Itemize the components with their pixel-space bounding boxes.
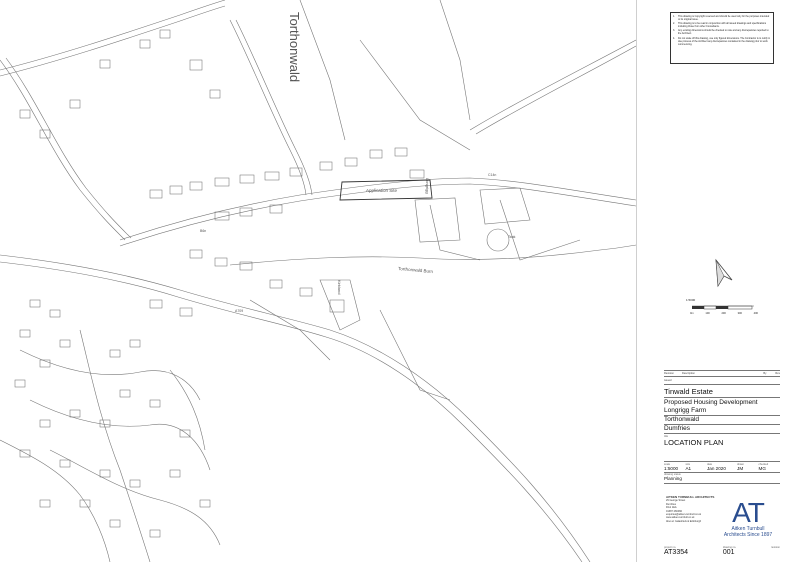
address-line: enquiries@aitken-turnbull.co.uk [666,513,702,517]
map-site-label: Application Site [366,188,398,193]
note-text: Any existing dimensions should be checke… [678,29,769,36]
map-road-label: B6n [200,229,206,233]
scale-tick: 100 [705,312,710,315]
map-place-label: Kirkland [337,280,342,294]
scale-tick: 400 [753,312,758,315]
address-line: Also at: Galashiels & Edinburgh [666,519,702,523]
revision-col: Revision [664,372,674,375]
note-text: Do not scale off this drawing, use only … [678,36,771,46]
revision-table-header: Revision Description By Rev [664,371,780,376]
address-line: DG1 1EA [666,506,677,510]
project-number: AT3354 [664,549,688,556]
logo-mark: AT [732,497,765,528]
logo-tagline: Architects Since 1897 [723,532,773,538]
drawing-date: Jan 2020 [706,466,726,471]
project-line: Proposed Housing Development [664,399,758,406]
drawn-by: JM [737,466,744,471]
note-number: 3. [673,29,675,33]
practice-logo: AT Aitken Turnbull Architects Since 1897 [718,497,778,539]
scale-bar-graphic [692,305,754,310]
drawing-title: LOCATION PLAN [664,438,724,447]
drawing-no-caption: drawing no. [722,546,737,549]
drawing-number-row: project no.AT3354 drawing no.001 revisio… [664,546,780,556]
sheet-size: A1 [685,466,692,471]
note-number: 1. [673,15,675,18]
note-text: This drawing is to be read in conjunctio… [678,22,767,29]
note-number: 2. [673,22,675,26]
address-line: 01387 266060 [666,509,682,513]
north-arrow-icon [715,258,733,288]
status-caption: drawing status [664,473,681,476]
scale-caption: scale [664,463,671,466]
scale-label: 1:5000 [686,298,696,302]
logo-name: Aitken Turnbull [731,526,765,532]
note-number: 4. [673,36,675,40]
project-line: Torthonwald [664,416,700,423]
project-no-caption: project no. [664,546,677,549]
checked-caption: checked [758,463,769,466]
scale-tick: 200 [721,312,726,315]
title-block: Revision Description By Rev issued Tinwa… [664,370,780,484]
checked-by: MG [758,466,766,471]
address-line: Dumfries [666,502,677,506]
description-col: Description [681,372,695,375]
map-buildings [14,29,425,538]
scale-tick: 0m [690,312,694,315]
drawing-scale: 1:5000 [664,466,679,471]
general-notes-box: 1.This drawing is Copyright reserved and… [670,12,774,64]
map-place-label: Tank [508,235,516,239]
by-col: By [763,372,767,375]
map-road-label: A709 [235,309,243,313]
site-location-map[interactable]: Torthonwald Application Site Torthonwald… [0,0,636,562]
project-line: Longrigg Farm [664,407,707,414]
practice-address: AITKEN TURNBULL ARCHITECTS 29 George Str… [666,495,718,523]
address-line: 29 George Street [666,499,686,503]
size-caption: size [685,463,691,466]
drawing-status-tag: issued [664,379,672,382]
scale-bar: 1:5000 0m 100 200 300 400 [686,298,766,322]
map-linework [0,0,636,562]
map-village-label: Torthonwald [287,12,302,82]
map-labels: Torthonwald Application Site Torthonwald… [200,12,516,313]
project-line: Dumfries [664,425,691,432]
date-caption: date [706,463,713,466]
drawing-status: Planning [664,476,682,481]
revision-caption: revision [771,546,780,549]
map-road-label: C14n [488,173,496,177]
scale-tick: 300 [737,312,742,315]
title-caption: title [664,435,669,438]
rev-col: Rev [775,372,780,375]
drawing-number: 001 [722,549,735,556]
drawn-caption: drawn [737,463,745,466]
note-text: This drawing is Copyright reserved and s… [678,15,770,22]
practice-name: AITKEN TURNBULL ARCHITECTS [666,495,715,499]
map-canvas: Torthonwald Application Site Torthonwald… [0,0,636,562]
address-line: www.aitken-turnbull.co.uk [666,516,695,520]
map-place-label: Longrigg [425,178,430,194]
map-burn-label: Torthonwald Burn [398,266,434,274]
client-name: Tinwald Estate [664,387,713,396]
